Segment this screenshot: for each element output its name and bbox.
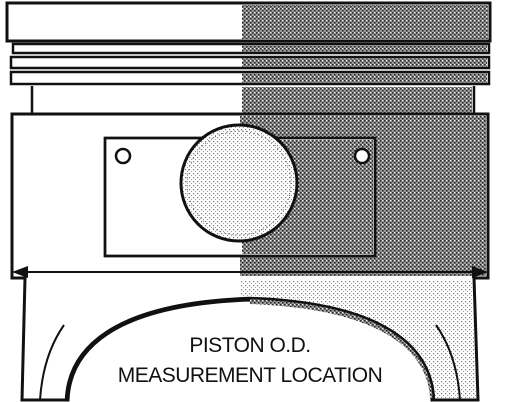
piston-upper-skirt — [30, 86, 476, 116]
caption-line-1: PISTON O.D. — [189, 334, 310, 357]
measurement-caption: PISTON O.D. MEASUREMENT LOCATION — [118, 334, 383, 387]
caption-line-2: MEASUREMENT LOCATION — [118, 364, 383, 387]
od-measurement-arrow — [12, 266, 488, 278]
piston-ring-lands — [9, 42, 491, 86]
wrist-pin-bore — [179, 123, 299, 243]
right-lock-hole — [353, 147, 371, 165]
left-lock-hole — [114, 147, 132, 165]
piston-crown — [5, 1, 492, 43]
